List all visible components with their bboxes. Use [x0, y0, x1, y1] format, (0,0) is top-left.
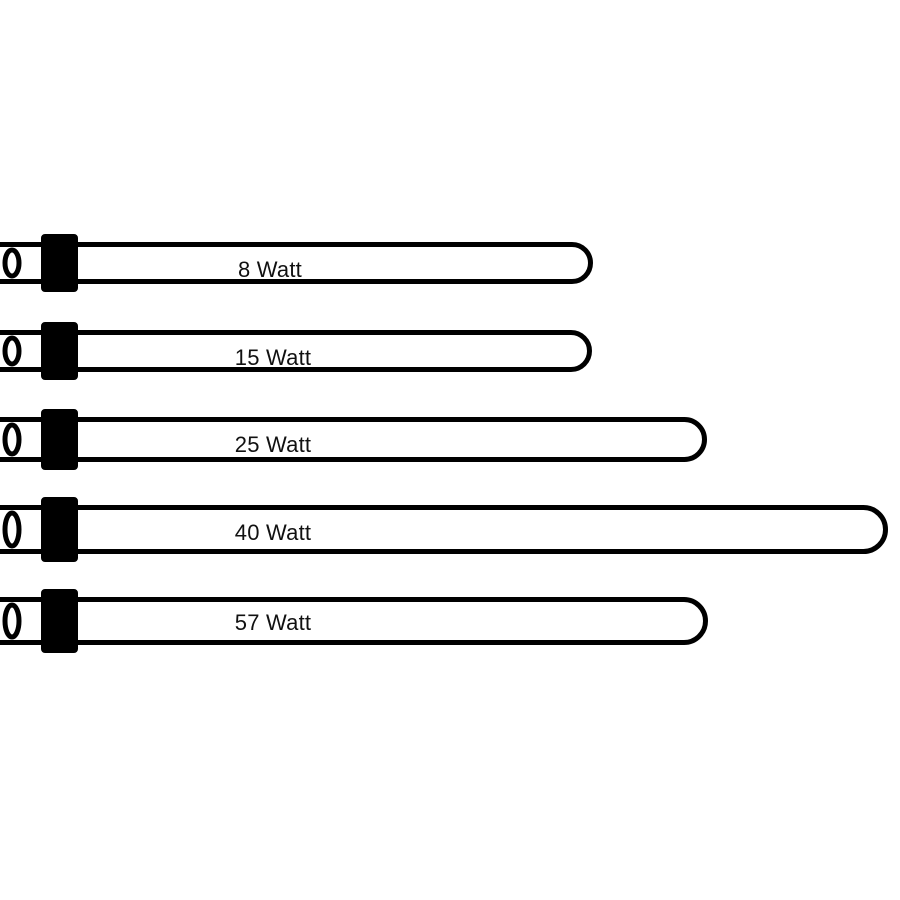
tube-end-opening-ellipse: [2, 247, 22, 279]
tube-end-opening-ellipse: [2, 510, 22, 549]
tube-base-cap: [41, 322, 78, 380]
tube-glass-body: [0, 597, 708, 645]
tube-glass-body: [0, 505, 888, 554]
tube-8w: [0, 234, 593, 292]
tube-glass-body: [0, 417, 707, 462]
tube-end-opening-ellipse: [2, 335, 22, 367]
tube-base-cap: [41, 409, 78, 470]
tube-15w: [0, 322, 592, 380]
tube-end-opening-ellipse: [2, 422, 22, 457]
tube-glass-body: [0, 330, 592, 372]
tube-base-cap: [41, 234, 78, 292]
tube-25w: [0, 409, 707, 470]
tube-glass-body: [0, 242, 593, 284]
tube-57w: [0, 589, 708, 653]
tube-base-cap: [41, 589, 78, 653]
tube-40w: [0, 497, 888, 562]
tube-base-cap: [41, 497, 78, 562]
tube-end-opening-ellipse: [2, 602, 22, 640]
